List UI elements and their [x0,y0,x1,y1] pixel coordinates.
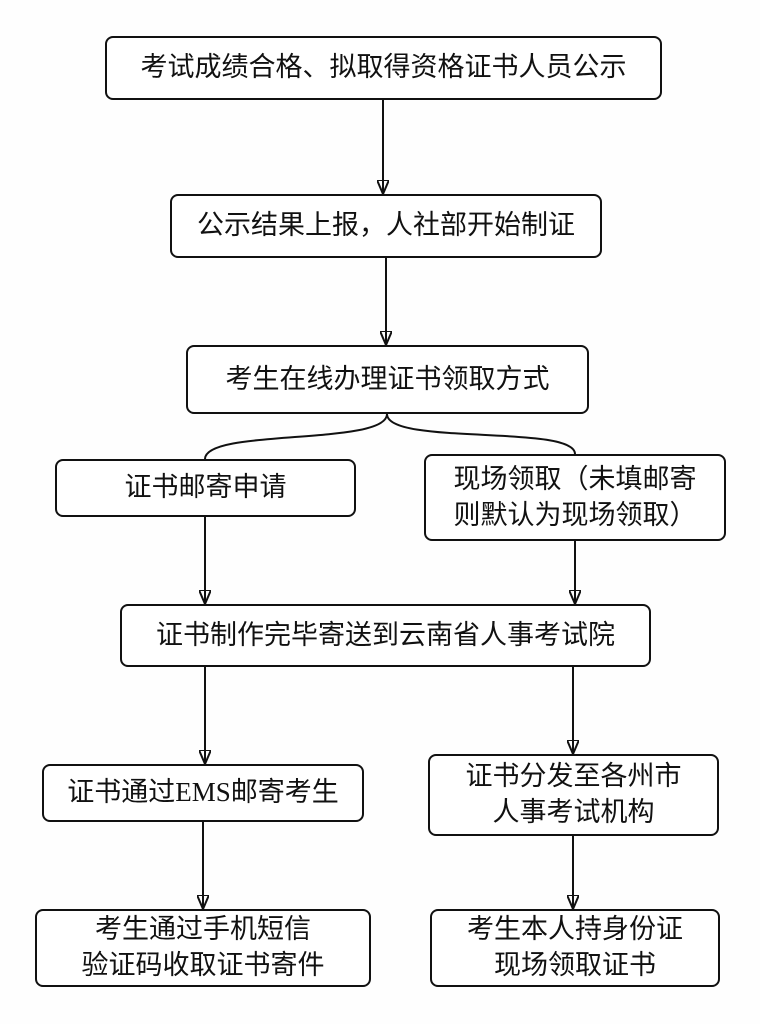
connector-split-left [204,413,388,460]
node-sent-to-institute: 证书制作完毕寄送到云南省人事考试院 [120,604,651,667]
node-sms-receive: 考生通过手机短信 验证码收取证书寄件 [35,909,371,987]
node-online-choice: 考生在线办理证书领取方式 [186,345,589,414]
connector-split-right [386,413,576,455]
node-id-pickup-label: 考生本人持身份证 现场领取证书 [467,914,683,980]
node-distribute: 证书分发至各州市 人事考试机构 [428,754,719,836]
node-distribute-label: 证书分发至各州市 人事考试机构 [465,761,682,827]
node-mail-request-label: 证书邮寄申请 [124,472,287,503]
node-report-label: 公示结果上报，人社部开始制证 [197,210,575,241]
node-id-pickup: 考生本人持身份证 现场领取证书 [430,909,720,987]
node-announcement: 考试成绩合格、拟取得资格证书人员公示 [105,36,662,100]
node-onsite-default-label: 现场领取（未填邮寄 则默认为现场领取） [453,463,697,530]
node-announcement-label: 考试成绩合格、拟取得资格证书人员公示 [140,52,627,83]
node-mail-request: 证书邮寄申请 [55,459,356,517]
node-online-choice-label: 考生在线办理证书领取方式 [225,363,550,394]
node-sms-receive-label: 考生通过手机短信 验证码收取证书寄件 [81,914,325,980]
node-sent-to-institute-label: 证书制作完毕寄送到云南省人事考试院 [156,619,615,650]
node-ems-mail: 证书通过EMS邮寄考生 [42,764,364,822]
node-ems-mail-label: 证书通过EMS邮寄考生 [67,777,339,808]
node-report: 公示结果上报，人社部开始制证 [170,194,602,258]
node-onsite-default: 现场领取（未填邮寄 则默认为现场领取） [424,454,726,541]
